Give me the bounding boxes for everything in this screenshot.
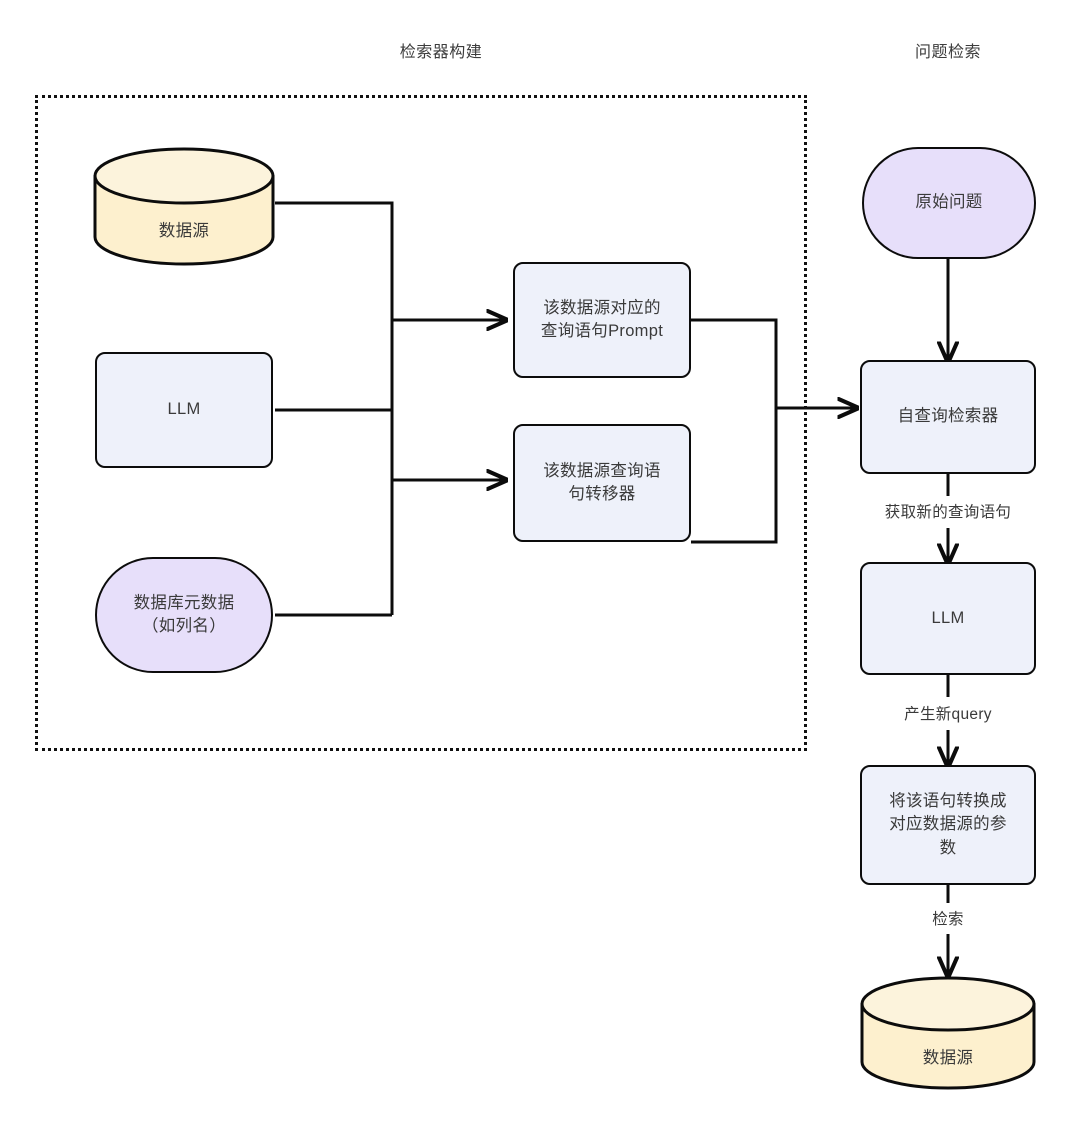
edge-label-retrieve: 检索	[932, 911, 964, 928]
node-datasource-left[interactable]: 数据源	[95, 149, 273, 264]
edge-label-get-new-query: 获取新的查询语句	[884, 504, 1012, 521]
node-query-prompt-label: 该数据源对应的 查询语句Prompt	[540, 298, 664, 340]
node-query-prompt[interactable]: 该数据源对应的 查询语句Prompt	[513, 262, 691, 378]
edge-prompt-to-retriever	[691, 318, 778, 408]
cylinder-shape-datasource-left	[93, 147, 275, 266]
node-db-metadata-label: 数据库元数据 （如列名）	[133, 593, 235, 635]
node-self-query-retriever-label: 自查询检索器	[897, 407, 999, 426]
retriever-build-group-box	[35, 95, 807, 751]
node-llm-left[interactable]: LLM	[95, 352, 273, 468]
node-datasource-right[interactable]: 数据源	[862, 978, 1034, 1088]
edge-label-produce-new-query: 产生新query	[904, 706, 992, 723]
node-db-metadata[interactable]: 数据库元数据 （如列名）	[95, 557, 273, 673]
column-title-question-retrieval: 问题检索	[914, 44, 981, 61]
cylinder-shape-datasource-right	[860, 976, 1036, 1090]
node-llm-left-label: LLM	[167, 400, 201, 419]
edge-transfer-to-retriever	[691, 408, 778, 544]
node-datasource-left-label: 数据源	[158, 222, 210, 240]
node-query-transfer[interactable]: 该数据源查询语 句转移器	[513, 424, 691, 542]
node-original-question-label: 原始问题	[915, 193, 983, 212]
node-llm-right[interactable]: LLM	[860, 562, 1036, 675]
column-title-retriever-build: 检索器构建	[399, 44, 483, 61]
node-self-query-retriever[interactable]: 自查询检索器	[860, 360, 1036, 474]
node-convert-params[interactable]: 将该语句转换成 对应数据源的参 数	[860, 765, 1036, 885]
node-convert-params-label: 将该语句转换成 对应数据源的参 数	[889, 791, 1007, 857]
node-original-question[interactable]: 原始问题	[862, 147, 1036, 259]
node-llm-right-label: LLM	[931, 608, 965, 627]
node-query-transfer-label: 该数据源查询语 句转移器	[543, 461, 661, 503]
node-datasource-right-label: 数据源	[922, 1049, 974, 1067]
